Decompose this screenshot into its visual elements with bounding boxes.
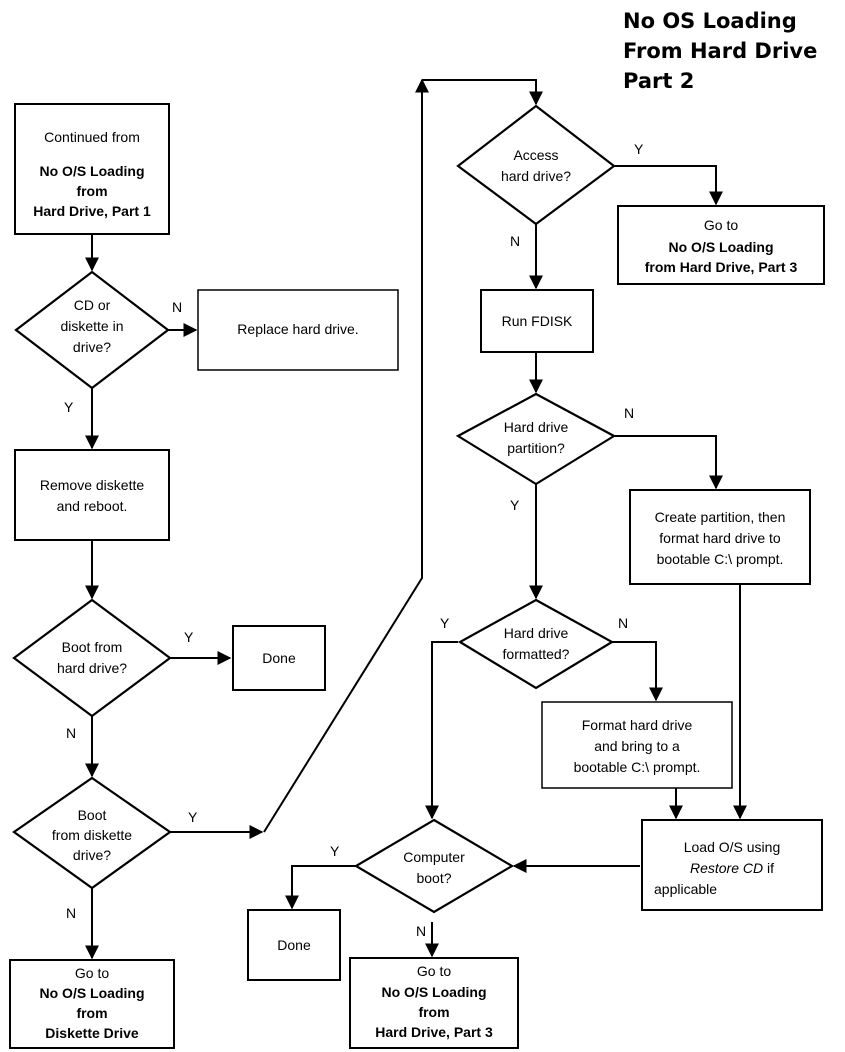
remove-diskette-box: Remove diskette and reboot. xyxy=(14,449,170,541)
done-left-box: Done xyxy=(232,625,326,691)
format-line-3: bootable C:\ prompt. xyxy=(574,759,701,775)
format-line-1: Format hard drive xyxy=(582,717,693,733)
load-line-2: Restore CD if xyxy=(690,860,774,876)
done-left-label: Done xyxy=(262,650,296,666)
access-line-1: Access xyxy=(513,147,558,163)
gotodisk-line-4: Diskette Drive xyxy=(45,1025,139,1041)
bootdisk-line-2: from diskette xyxy=(52,827,132,843)
start-line-1: Continued from xyxy=(44,129,140,145)
hd-formatted-decision: Hard drive formatted? xyxy=(457,598,615,690)
edge-access-to-part3 xyxy=(614,165,723,206)
boothd-line-1: Boot from xyxy=(62,639,123,655)
start-line-3: from xyxy=(76,183,107,199)
load-restore-cd: Restore CD xyxy=(690,860,763,876)
cd-line-3: drive? xyxy=(73,339,111,355)
gotodisk-line-3: from xyxy=(76,1005,107,1021)
start-line-2: No O/S Loading xyxy=(40,163,145,179)
remove-line-1: Remove diskette xyxy=(40,477,144,493)
boot-hard-drive-decision: Boot from hard drive? xyxy=(12,598,172,718)
formatted-line-2: formatted? xyxy=(503,646,570,662)
access-hard-drive-decision: Access hard drive? xyxy=(456,104,616,226)
run-fdisk-box: Run FDISK xyxy=(480,289,594,353)
format-line-2: and bring to a xyxy=(594,738,680,754)
done-bottom-label: Done xyxy=(277,937,311,953)
label-compboot-yes: Y xyxy=(330,843,340,859)
computer-boot-decision: Computer boot? xyxy=(353,818,515,914)
done-bottom-box: Done xyxy=(247,909,341,981)
edge-bootdisk-diagonal xyxy=(263,78,429,833)
title-line-2: From Hard Drive xyxy=(623,39,818,63)
create-line-1: Create partition, then xyxy=(655,509,786,525)
label-cd-yes: Y xyxy=(64,399,74,415)
label-bootdisk-yes: Y xyxy=(188,809,198,825)
access-line-2: hard drive? xyxy=(501,168,571,184)
part3top-line-3: from Hard Drive, Part 3 xyxy=(645,259,798,275)
goto-part3-bottom-box: Go to No O/S Loading from Hard Drive, Pa… xyxy=(349,957,519,1049)
label-access-yes: Y xyxy=(634,141,644,157)
part3top-line-2: No O/S Loading xyxy=(669,239,774,255)
label-boothd-no: N xyxy=(66,725,76,741)
replace-line-1: Replace hard drive. xyxy=(237,321,358,337)
bootdisk-line-3: drive? xyxy=(73,847,111,863)
load-line-1: Load O/S using xyxy=(684,839,781,855)
edge-compboot-to-done xyxy=(285,865,356,910)
replace-hard-drive-box: Replace hard drive. xyxy=(197,289,399,371)
label-bootdisk-no: N xyxy=(66,905,76,921)
cd-line-1: CD or xyxy=(74,297,111,313)
bootdisk-line-1: Boot xyxy=(78,807,107,823)
label-partition-no: N xyxy=(624,405,634,421)
label-access-no: N xyxy=(510,233,520,249)
label-boothd-yes: Y xyxy=(184,629,194,645)
edge-partition-to-create xyxy=(614,435,723,490)
label-formatted-yes: Y xyxy=(440,615,450,631)
gotodisk-line-2: No O/S Loading xyxy=(40,985,145,1001)
part3bot-line-3: from xyxy=(418,1004,449,1020)
start-line-4: Hard Drive, Part 1 xyxy=(33,203,151,219)
formatted-line-1: Hard drive xyxy=(504,625,569,641)
title-line-3: Part 2 xyxy=(623,69,695,93)
create-line-3: bootable C:\ prompt. xyxy=(657,551,784,567)
label-partition-yes: Y xyxy=(510,497,520,513)
partition-line-1: Hard drive xyxy=(504,419,569,435)
compboot-line-2: boot? xyxy=(416,870,451,886)
gotodisk-line-1: Go to xyxy=(75,965,109,981)
boothd-line-2: hard drive? xyxy=(57,660,127,676)
cd-diskette-decision: CD or diskette in drive? xyxy=(14,270,170,390)
load-if: if xyxy=(763,860,774,876)
load-line-3: applicable xyxy=(654,881,717,897)
label-cd-no: N xyxy=(172,299,182,315)
part3top-line-1: Go to xyxy=(704,217,738,233)
edges xyxy=(85,78,747,960)
create-partition-box: Create partition, then format hard drive… xyxy=(629,489,811,585)
part3bot-line-4: Hard Drive, Part 3 xyxy=(375,1024,493,1040)
goto-part3-top-box: Go to No O/S Loading from Hard Drive, Pa… xyxy=(617,205,825,285)
remove-line-2: and reboot. xyxy=(57,498,128,514)
edge-formatted-to-format xyxy=(612,641,663,702)
partition-line-2: partition? xyxy=(507,440,565,456)
diagram-title: No OS Loading From Hard Drive Part 2 xyxy=(623,6,843,96)
label-formatted-no: N xyxy=(618,615,628,631)
edge-formatted-to-compboot xyxy=(425,641,458,820)
part3bot-line-2: No O/S Loading xyxy=(382,984,487,1000)
label-compboot-no: N xyxy=(416,923,426,939)
edge-labels: N Y Y N Y N Y N N Y Y N Y N xyxy=(64,141,644,939)
goto-diskette-box: Go to No O/S Loading from Diskette Drive xyxy=(9,959,175,1049)
hd-partition-decision: Hard drive partition? xyxy=(455,392,617,486)
boot-diskette-decision: Boot from diskette drive? xyxy=(12,776,172,890)
part3bot-line-1: Go to xyxy=(417,963,451,979)
load-os-box: Load O/S using Restore CD if applicable xyxy=(641,819,823,911)
cd-line-2: diskette in xyxy=(60,318,123,334)
compboot-line-1: Computer xyxy=(403,849,465,865)
title-line-1: No OS Loading xyxy=(623,9,797,33)
edge-top-to-access xyxy=(422,79,543,106)
start-box: Continued from No O/S Loading from Hard … xyxy=(14,103,170,235)
format-hard-drive-box: Format hard drive and bring to a bootabl… xyxy=(541,701,733,789)
fdisk-label: Run FDISK xyxy=(502,313,573,329)
create-line-2: format hard drive to xyxy=(659,530,781,546)
